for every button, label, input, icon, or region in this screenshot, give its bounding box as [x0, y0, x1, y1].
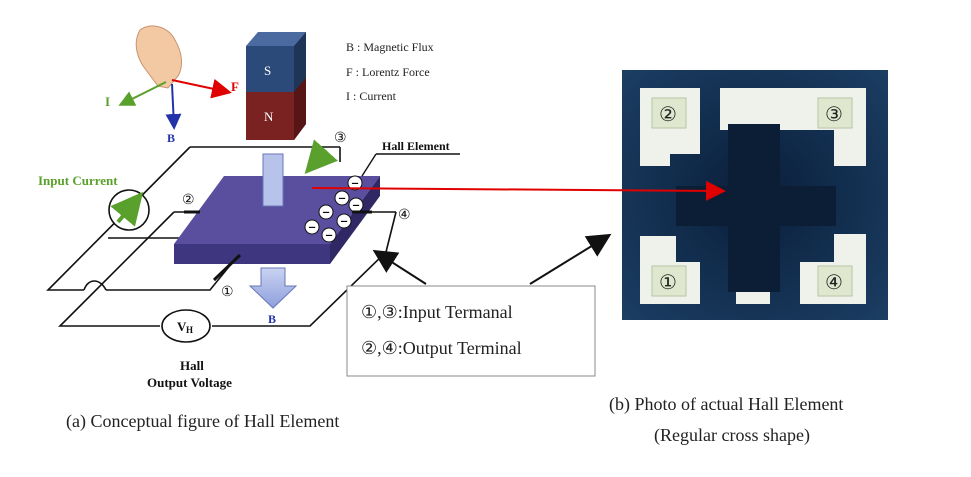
f-arrow [171, 78, 232, 99]
red-link-arrow [311, 180, 726, 201]
hand-rule-figure: F I B [105, 25, 239, 145]
pin-2-label: ② [182, 193, 195, 208]
terminal-box-line1: ①,③:Input Termanal [361, 302, 513, 322]
i-arrow [118, 81, 167, 106]
legend-magnetic-flux: B : Magnetic Flux [346, 40, 434, 54]
caption-b-line1: (b) Photo of actual Hall Element [609, 394, 843, 415]
photo-pad-2 [651, 97, 687, 129]
svg-text:−: − [352, 201, 360, 212]
electron-5: − [336, 213, 352, 229]
terminal-box-line2: ②,④:Output Terminal [361, 338, 522, 358]
legend-lorentz-force: F : Lorentz Force [346, 65, 430, 79]
pin-1-label: ① [221, 285, 234, 300]
photo-pin-4: ④ [825, 272, 843, 294]
magnet-s-label: S [264, 63, 271, 78]
vh-main-label: V [177, 319, 187, 334]
electron-2: − [334, 190, 350, 206]
photo-pad-4 [817, 265, 853, 297]
vh-meter: V H [161, 309, 211, 343]
input-green-arrow [304, 139, 338, 174]
svg-text:−: − [351, 179, 359, 190]
svg-text:−: − [338, 194, 346, 205]
caption-a: (a) Conceptual figure of Hall Element [66, 411, 339, 432]
hand-f-label: F [231, 79, 239, 94]
hand-i-label: I [105, 94, 110, 109]
photo-cross [676, 124, 836, 292]
caption-b-line2: (Regular cross shape) [654, 425, 810, 446]
magnet-n-label: N [264, 109, 274, 124]
pin-4-label: ④ [398, 208, 411, 223]
hand-icon [135, 25, 183, 89]
magnet: S N [246, 32, 306, 140]
hall-output-label-2: Output Voltage [147, 375, 232, 390]
svg-text:−: − [308, 223, 316, 234]
input-current-label: Input Current [38, 173, 118, 188]
hall-plate [174, 176, 380, 264]
photo-pin-3: ③ [825, 104, 843, 126]
photo-pin-2: ② [659, 104, 677, 126]
hall-element-photo: ② ③ ① ④ [622, 70, 888, 320]
flux-arrow-down [248, 267, 298, 309]
magnet-s-pole [246, 46, 294, 92]
b-arrow [165, 83, 182, 130]
pin-3-label: ③ [334, 131, 347, 146]
electron-3: − [348, 197, 364, 213]
pointer-to-photo [529, 233, 612, 285]
magnet-n-pole [246, 92, 294, 140]
svg-text:−: − [322, 208, 330, 219]
hall-element-label: Hall Element [382, 139, 450, 153]
electrons: − − − − − − − [304, 175, 364, 243]
terminal-leads [184, 210, 372, 282]
flux-column-top [262, 153, 284, 207]
hand-b-label: B [167, 131, 175, 145]
b-below-label: B [268, 312, 276, 326]
photo-pin-1: ① [659, 272, 677, 294]
electron-4: − [318, 204, 334, 220]
svg-text:−: − [325, 231, 333, 242]
electron-1: − [347, 175, 363, 191]
terminal-legend-box [346, 285, 596, 377]
photo-pad-1 [651, 265, 687, 297]
input-current-meter [108, 189, 150, 231]
svg-text:−: − [340, 217, 348, 228]
electron-6: − [304, 219, 320, 235]
vh-sub-label: H [186, 325, 193, 335]
hall-output-label-1: Hall [180, 358, 204, 373]
legend-current: I : Current [346, 89, 397, 103]
photo-pad-3 [817, 97, 853, 129]
electron-7: − [321, 227, 337, 243]
pointer-to-element [372, 249, 427, 285]
